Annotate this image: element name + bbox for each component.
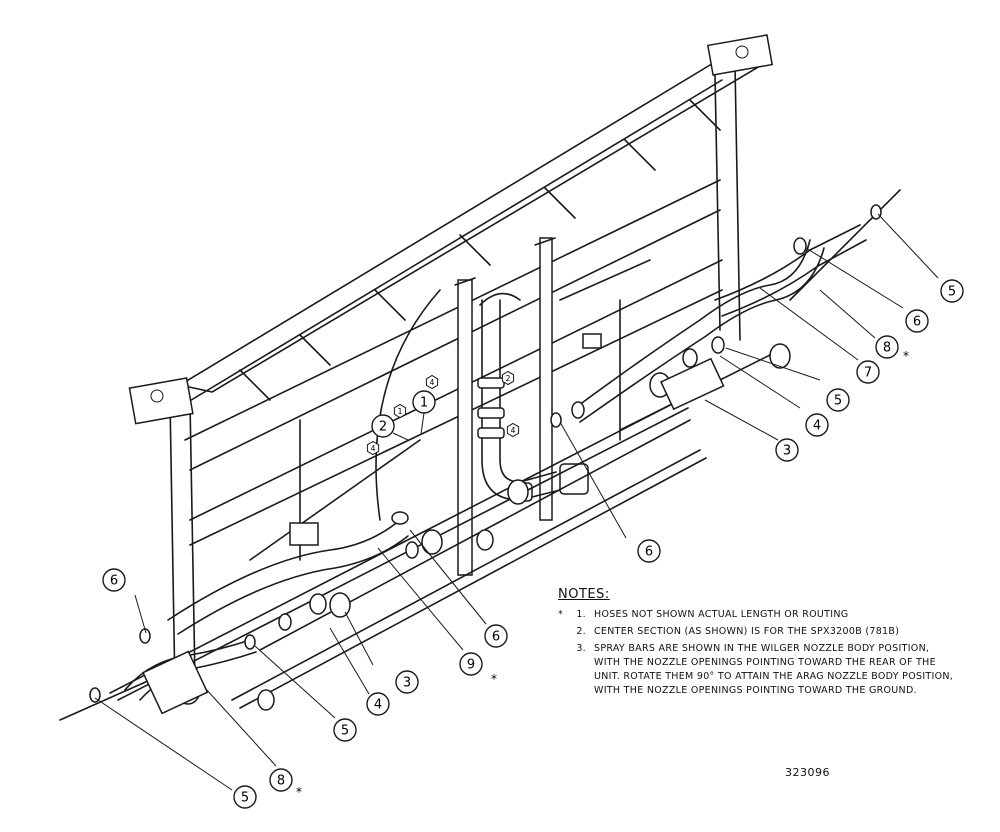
callout-4: 4 xyxy=(805,413,829,437)
callout-circle xyxy=(805,413,829,437)
callout-label: 6 xyxy=(110,574,118,589)
note-item: 2. CENTER SECTION (AS SHOWN) IS FOR THE … xyxy=(558,625,958,639)
callout-circle xyxy=(102,568,126,592)
callout-label: 8 xyxy=(277,774,285,789)
callout-5: 5 xyxy=(333,718,357,742)
hex-tag-shape xyxy=(506,422,520,438)
fittings xyxy=(89,204,882,715)
callout-label: 7 xyxy=(864,366,872,381)
callout-7: 7 xyxy=(856,360,880,384)
callout-circle xyxy=(775,438,799,462)
note-text: CENTER SECTION (AS SHOWN) IS FOR THE SPX… xyxy=(594,626,900,637)
hex-tag-label: 2 xyxy=(506,374,511,383)
hex-tag-shape xyxy=(393,403,407,419)
callout-2: 2 xyxy=(371,414,395,438)
asterisk-mark: * xyxy=(491,672,497,686)
hex-tag-label: 1 xyxy=(398,407,403,416)
callout-circle xyxy=(366,692,390,716)
drawing-number: 323096 xyxy=(785,766,830,779)
callout-label: 3 xyxy=(783,444,791,459)
callout-circle xyxy=(412,390,436,414)
callout-label: 3 xyxy=(403,676,411,691)
callout-3: 3 xyxy=(395,670,419,694)
callout-label: 8 xyxy=(883,341,891,356)
note-mark: * xyxy=(558,609,564,620)
callout-circle xyxy=(371,414,395,438)
note-mark xyxy=(558,642,570,698)
leader-lines xyxy=(94,213,939,791)
note-number: 1. xyxy=(576,609,586,620)
notes-title: NOTES: xyxy=(558,587,610,602)
callout-circle xyxy=(940,279,964,303)
asterisk-mark: * xyxy=(296,785,302,799)
hex-tag: 4 xyxy=(366,440,380,456)
callout-8: 8 xyxy=(269,768,293,792)
callout-label: 9 xyxy=(467,658,475,673)
spray-bars xyxy=(59,189,901,721)
note-item: * 1. HOSES NOT SHOWN ACTUAL LENGTH OR RO… xyxy=(558,608,958,622)
hex-tag-shape xyxy=(425,374,439,390)
callout-label: 6 xyxy=(492,630,500,645)
callout-5: 5 xyxy=(826,388,850,412)
callout-asterisks: * * * xyxy=(296,349,909,799)
hex-tag-shape xyxy=(501,370,515,386)
callout-circle xyxy=(269,768,293,792)
callout-9: 9 xyxy=(459,652,483,676)
note-mark xyxy=(558,625,570,639)
callout-6: 6 xyxy=(102,568,126,592)
hex-tag: 4 xyxy=(425,374,439,390)
note-text: SPRAY BARS ARE SHOWN IN THE WILGER NOZZL… xyxy=(594,643,954,696)
hex-tag-label: 4 xyxy=(511,426,516,435)
callout-label: 4 xyxy=(374,698,382,713)
hex-tag-shape xyxy=(366,440,380,456)
callout-label: 4 xyxy=(813,419,821,434)
callout-circle xyxy=(333,718,357,742)
hex-tag-label: 4 xyxy=(430,378,435,387)
callout-label: 2 xyxy=(379,420,387,435)
callout-label: 5 xyxy=(834,394,842,409)
callout-label: 6 xyxy=(913,315,921,330)
center-section xyxy=(454,237,589,576)
callout-circle xyxy=(484,624,508,648)
callout-label: 5 xyxy=(948,285,956,300)
callout-circle xyxy=(459,652,483,676)
hex-tag-label: 4 xyxy=(371,444,376,453)
note-number: 3. xyxy=(576,643,586,654)
notes-block: NOTES: * 1. HOSES NOT SHOWN ACTUAL LENGT… xyxy=(558,588,958,701)
callout-6: 6 xyxy=(905,309,929,333)
callout-5: 5 xyxy=(233,785,257,809)
callout-6: 6 xyxy=(637,539,661,563)
callout-label: 1 xyxy=(420,396,428,411)
callout-circle xyxy=(826,388,850,412)
note-number: 2. xyxy=(576,626,586,637)
callout-label: 5 xyxy=(241,791,249,806)
hex-tag: 2 xyxy=(501,370,515,386)
callout-circle xyxy=(233,785,257,809)
callout-circle xyxy=(395,670,419,694)
asterisk-mark: * xyxy=(903,349,909,363)
hex-tag: 4 xyxy=(506,422,520,438)
callout-label: 5 xyxy=(341,724,349,739)
callout-circle xyxy=(637,539,661,563)
hex-tag: 1 xyxy=(393,403,407,419)
frame xyxy=(128,34,774,691)
callout-circle xyxy=(875,335,899,359)
note-text: HOSES NOT SHOWN ACTUAL LENGTH OR ROUTING xyxy=(594,609,849,620)
callout-circle xyxy=(856,360,880,384)
callout-circle xyxy=(905,309,929,333)
callout-3: 3 xyxy=(775,438,799,462)
callout-5: 5 xyxy=(940,279,964,303)
callout-8: 8 xyxy=(875,335,899,359)
note-item: 3. SPRAY BARS ARE SHOWN IN THE WILGER NO… xyxy=(558,642,958,698)
callout-label: 6 xyxy=(645,545,653,560)
callout-1: 1 xyxy=(412,390,436,414)
callout-4: 4 xyxy=(366,692,390,716)
callout-6: 6 xyxy=(484,624,508,648)
